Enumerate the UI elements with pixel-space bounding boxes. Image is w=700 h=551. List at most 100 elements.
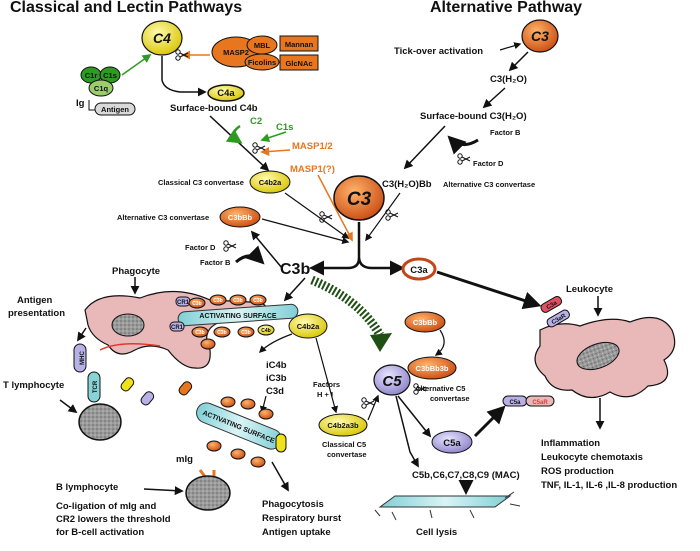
ig-label: Ig (76, 98, 85, 109)
c5-to-mac-arrow (395, 395, 419, 468)
lysed-membrane (374, 491, 521, 521)
c3h2o-label: C3(H₂O) (490, 74, 527, 85)
antigen-presentation-label-2: presentation (8, 308, 65, 319)
c3h2o-to-surface-arrow (482, 87, 506, 109)
cr1-receptor: CR1 CR1 (169, 296, 191, 332)
c3b-amplification-arrow (310, 275, 384, 338)
c5a-receptor: C5a C5aR (502, 395, 555, 407)
c3h2obb-label: C3(H₂O)Bb (382, 179, 432, 190)
svg-text:C3b: C3b (195, 330, 204, 336)
c3-top-node: C3 (521, 19, 559, 53)
b-lymphocyte-arrow (143, 486, 184, 496)
c3b-amplification-arrowhead (370, 333, 392, 352)
t-lymphocyte-label: T lymphocyte (3, 380, 64, 391)
antigen-presentation-arrow (77, 327, 87, 342)
outcome-label-2: Leukocyte chemotaxis (541, 452, 643, 463)
mannan-label: Mannan (285, 40, 314, 49)
ficolins-label: Ficolins (248, 58, 276, 67)
factors-label-2: H + I (317, 390, 333, 399)
alt-c3-conv-left-label: Alternative C3 convertase (117, 213, 209, 222)
c3-top-label: C3 (531, 28, 549, 44)
c4-label: C4 (153, 30, 171, 46)
c4b2a-label: C4b2a (259, 178, 282, 187)
c1-complex: C1r C1s C1q (80, 66, 121, 97)
c4b2a-node: C4b2a (249, 170, 291, 194)
scissors-icon (223, 240, 237, 252)
factors-label-1: Factors (313, 380, 340, 389)
scissors-icon (385, 209, 399, 221)
tcr-label: TCR (93, 380, 99, 393)
phagocyte-label: Phagocyte (112, 266, 160, 277)
c3bbb-to-c3-arrow (261, 218, 350, 244)
scissors-icon (413, 383, 427, 395)
svg-text:C4b: C4b (261, 328, 270, 334)
c3-to-c3h2o-arrow (508, 51, 529, 72)
tickover-label: Tick-over activation (394, 46, 483, 57)
cell-lysis-label: Cell lysis (416, 527, 457, 538)
surface-c4b-label: Surface-bound C4b (170, 103, 258, 114)
factor-d-right-label: Factor D (473, 159, 504, 168)
masp12-label: MASP1/2 (292, 141, 333, 152)
c4b2a3b-to-c5-arrow (367, 394, 380, 421)
c3b-deposits: C3b C3b C3b C3b C3b C3b C3b C4b (188, 294, 275, 350)
c3a-receptor: C3a C3aR (540, 296, 570, 328)
cr1-label-top: CR1 (177, 300, 190, 306)
coligation-label-1: Co-ligation of mIg and (56, 501, 156, 512)
svg-text:C3b: C3b (217, 330, 226, 336)
svg-text:C3b: C3b (192, 301, 201, 307)
factor-d-left-label: Factor D (185, 243, 216, 252)
activating-surface-label-1: ACTIVATING SURFACE (199, 313, 276, 320)
c5a-node: C5a (431, 430, 473, 454)
scissors-icon (457, 153, 471, 165)
mhc-label: MHC (80, 351, 86, 365)
svg-text:C3b: C3b (241, 330, 250, 336)
c1s-cleave-arrow (260, 131, 287, 142)
coligation-label-2: CR2 lowers the threshold (56, 514, 171, 525)
antigen-presentation-label-1: Antigen (17, 295, 53, 306)
c3bbb3b-node: C3bBb3b (407, 356, 457, 380)
t-lymphocyte-arrow (59, 399, 78, 414)
lectin-complex: MASP2 MBL Mannan Ficolins GlcNAc (211, 35, 319, 71)
tickover-arrow (499, 42, 522, 51)
cr1-label-bottom: CR1 (171, 325, 184, 331)
outcome-label-1: Inflammation (541, 438, 600, 449)
phago-label-2: Respiratory burst (262, 513, 342, 524)
outcome-label-4: TNF, IL-1, IL-6 ,IL-8 production (541, 480, 677, 491)
alt-c5-conv-label-2: convertase (430, 394, 470, 403)
surface-to-c3h2obb-arrow (403, 125, 446, 170)
scissors-icon (175, 49, 189, 61)
phago-label-1: Phagocytosis (262, 499, 324, 510)
c5a-to-receptor-arrow (473, 405, 506, 438)
c3b-to-surface-arrow (283, 277, 306, 302)
b-cell-surface: ACTIVATING SURFACE (196, 396, 287, 468)
c3a-to-leukocyte-arrow (436, 270, 542, 310)
c4-to-c4a-arrow (161, 56, 207, 97)
svg-text:C3b: C3b (213, 298, 222, 304)
c3-to-c3a-arrow (357, 257, 405, 276)
c4b2a3b-label: C4b2a3b (327, 421, 359, 430)
svg-text:C3b: C3b (253, 298, 262, 304)
factor-b-right-label: Factor B (490, 128, 521, 137)
surface-to-phagocytosis-arrow (271, 461, 289, 492)
svg-text:C3a: C3a (546, 300, 559, 311)
scissors-icon (252, 142, 266, 154)
c2-label: C2 (250, 116, 262, 127)
antigen-path-red (99, 343, 161, 351)
c4a-label: C4a (217, 88, 235, 99)
c3bbb3b-label: C3bBb3b (416, 364, 449, 373)
title-classical-lectin: Classical and Lectin Pathways (10, 0, 242, 16)
masp1-arrow (317, 174, 353, 242)
c3bbb-right-node: C3bBb (404, 311, 446, 333)
c1q-label: C1q (94, 84, 109, 93)
c1s-to-c4-arrow (121, 53, 152, 76)
mhc-receptor (73, 343, 87, 373)
coligation-label-3: for B-cell activation (56, 527, 144, 538)
c5a-label: C5a (443, 438, 461, 449)
phagocyte-nucleus (111, 313, 145, 337)
alt-c3-conv-right-label: Alternative C3 convertase (443, 180, 535, 189)
c3a-node: C3a (401, 257, 437, 281)
c5-label: C5 (382, 373, 402, 390)
svg-text:C3b: C3b (233, 298, 242, 304)
